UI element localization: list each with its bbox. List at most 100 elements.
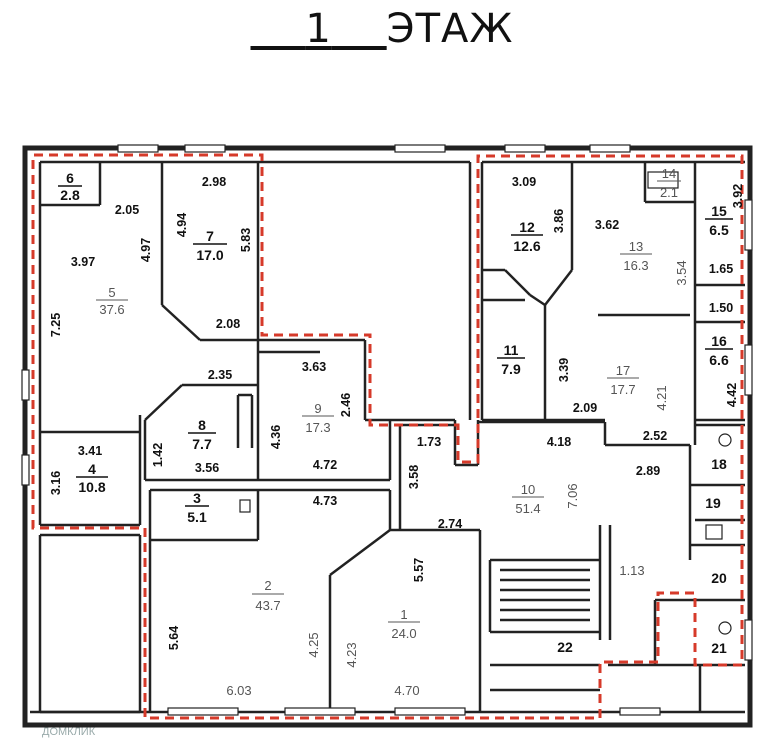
dim-label: 2.74 bbox=[438, 517, 462, 531]
room-3: 3 5.1 bbox=[185, 490, 209, 525]
dim-label: 4.36 bbox=[269, 425, 283, 449]
watermark: ДОМКЛИК bbox=[42, 726, 96, 738]
windows bbox=[21, 144, 753, 716]
dim-label: 4.72 bbox=[313, 458, 337, 472]
dim-label: 4.23 bbox=[344, 642, 359, 667]
dim-label: 5.64 bbox=[167, 626, 181, 650]
svg-text:17.7: 17.7 bbox=[610, 382, 635, 397]
dim-label: 3.56 bbox=[195, 461, 219, 475]
svg-text:17.0: 17.0 bbox=[196, 247, 223, 263]
svg-text:15: 15 bbox=[711, 203, 727, 219]
dim-label: 4.94 bbox=[175, 213, 189, 237]
dim-label: 4.21 bbox=[654, 385, 669, 410]
room-22: 22 bbox=[557, 639, 573, 655]
dim-label: 2.09 bbox=[573, 401, 597, 415]
dim-label: 2.08 bbox=[216, 317, 240, 331]
svg-text:2.1: 2.1 bbox=[660, 185, 678, 200]
svg-text:8: 8 bbox=[198, 417, 206, 433]
svg-text:16.3: 16.3 bbox=[623, 258, 648, 273]
svg-text:5: 5 bbox=[108, 285, 115, 300]
room-2: 2 43.7 bbox=[252, 578, 284, 613]
fixtures bbox=[239, 171, 732, 635]
room-11: 11 7.9 bbox=[497, 342, 525, 377]
svg-text:13: 13 bbox=[629, 239, 643, 254]
room-1: 1 24.0 bbox=[388, 607, 420, 641]
svg-text:6.5: 6.5 bbox=[709, 222, 729, 238]
room-14: 14 2.1 bbox=[657, 166, 681, 200]
svg-text:17: 17 bbox=[616, 363, 630, 378]
svg-text:14: 14 bbox=[662, 166, 676, 181]
svg-text:37.6: 37.6 bbox=[99, 302, 124, 317]
room-21: 21 bbox=[711, 640, 727, 656]
dimension-labels: 2.05 4.97 3.97 7.25 2.98 4.94 5.83 2.08 … bbox=[49, 175, 745, 698]
svg-text:24.0: 24.0 bbox=[391, 626, 416, 641]
dim-label: 2.46 bbox=[339, 393, 353, 417]
dim-label: 3.09 bbox=[512, 175, 536, 189]
svg-text:17.3: 17.3 bbox=[305, 420, 330, 435]
room-4: 4 10.8 bbox=[76, 461, 108, 495]
svg-text:3: 3 bbox=[193, 490, 201, 506]
floor-number: 1 bbox=[305, 6, 332, 52]
dim-label: 2.52 bbox=[643, 429, 667, 443]
svg-text:11: 11 bbox=[504, 342, 519, 358]
dim-label: 5.57 bbox=[412, 558, 426, 582]
dim-label: 6.03 bbox=[226, 683, 251, 698]
svg-text:7.7: 7.7 bbox=[192, 436, 212, 452]
room-16: 16 6.6 bbox=[705, 333, 733, 368]
unit-boundary bbox=[31, 153, 744, 720]
dim-label: 7.25 bbox=[49, 313, 63, 337]
dim-label: 7.06 bbox=[565, 483, 580, 508]
svg-text:7: 7 bbox=[206, 228, 214, 244]
svg-text:10: 10 bbox=[521, 482, 535, 497]
dim-label: 3.97 bbox=[71, 255, 95, 269]
dim-label: 3.86 bbox=[552, 209, 566, 233]
dim-label: 1.42 bbox=[151, 443, 165, 467]
room-7: 7 17.0 bbox=[193, 228, 227, 263]
svg-text:51.4: 51.4 bbox=[515, 501, 540, 516]
svg-text:5.1: 5.1 bbox=[187, 509, 207, 525]
dim-label: 4.42 bbox=[725, 383, 739, 407]
dim-label: 1.50 bbox=[709, 301, 733, 315]
svg-text:12: 12 bbox=[519, 219, 535, 235]
dim-label: 4.25 bbox=[306, 632, 321, 657]
floor-title: 1 ЭТАЖ bbox=[0, 6, 764, 52]
dim-label: 3.41 bbox=[78, 444, 102, 458]
inner-walls bbox=[30, 160, 745, 714]
dim-label: 3.58 bbox=[407, 465, 421, 489]
dim-label: 3.62 bbox=[595, 218, 619, 232]
room-15: 15 6.5 bbox=[705, 203, 733, 238]
dim-label: 2.98 bbox=[202, 175, 226, 189]
svg-text:43.7: 43.7 bbox=[255, 598, 280, 613]
dim-label: 4.18 bbox=[547, 435, 571, 449]
dim-label: 1.65 bbox=[709, 262, 733, 276]
dim-label: 2.35 bbox=[208, 368, 232, 382]
room-6: 6 2.8 bbox=[58, 170, 82, 203]
room-17: 17 17.7 bbox=[607, 363, 639, 397]
svg-text:2: 2 bbox=[264, 578, 271, 593]
outer-walls bbox=[22, 145, 753, 728]
room-19: 19 bbox=[705, 495, 721, 511]
dim-label: 2.05 bbox=[115, 203, 139, 217]
svg-text:16: 16 bbox=[711, 333, 727, 349]
room-12: 12 12.6 bbox=[511, 219, 543, 254]
dim-label: 4.97 bbox=[139, 238, 153, 262]
dim-label: 2.89 bbox=[636, 464, 660, 478]
svg-text:1: 1 bbox=[400, 607, 407, 622]
svg-text:6.6: 6.6 bbox=[709, 352, 729, 368]
dim-label: 3.92 bbox=[731, 184, 745, 208]
svg-text:6: 6 bbox=[66, 170, 74, 186]
dim-label: 1.13 bbox=[619, 563, 644, 578]
dim-label: 4.70 bbox=[394, 683, 419, 698]
dim-label: 3.39 bbox=[557, 358, 571, 382]
room-8: 8 7.7 bbox=[188, 417, 216, 452]
dim-label: 3.63 bbox=[302, 360, 326, 374]
dim-label: 4.73 bbox=[313, 494, 337, 508]
svg-text:9: 9 bbox=[314, 401, 321, 416]
svg-text:7.9: 7.9 bbox=[501, 361, 521, 377]
dim-label: 3.54 bbox=[674, 260, 689, 285]
dim-label: 3.16 bbox=[49, 471, 63, 495]
svg-text:12.6: 12.6 bbox=[513, 238, 540, 254]
svg-text:2.8: 2.8 bbox=[60, 187, 80, 203]
room-13: 13 16.3 bbox=[620, 239, 652, 273]
